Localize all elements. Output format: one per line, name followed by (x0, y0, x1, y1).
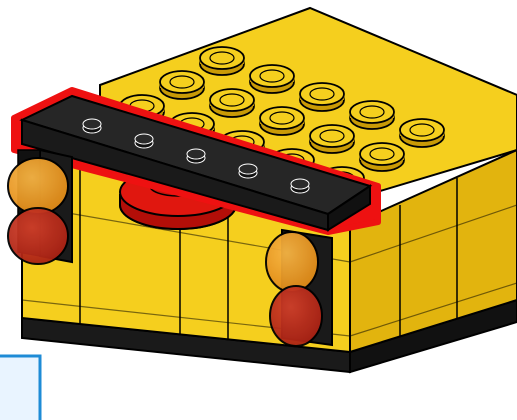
stud (400, 119, 444, 147)
stud (310, 125, 354, 153)
amber-light-left (8, 158, 68, 214)
stud (300, 83, 344, 111)
plate-stud (239, 164, 257, 178)
stud (160, 71, 204, 99)
plate-stud (187, 149, 205, 163)
plate-stud (135, 134, 153, 148)
left-light-assembly (8, 150, 72, 264)
stud (350, 101, 394, 129)
stud (360, 143, 404, 171)
stud (250, 65, 294, 93)
stud (210, 89, 254, 117)
red-light-left (8, 208, 68, 264)
plate-stud (291, 179, 309, 193)
stud (260, 107, 304, 135)
parts-callout-box (0, 356, 40, 420)
stud (200, 47, 244, 75)
amber-light-right (266, 232, 318, 292)
plate-stud (83, 119, 101, 133)
red-light-right (270, 286, 322, 346)
